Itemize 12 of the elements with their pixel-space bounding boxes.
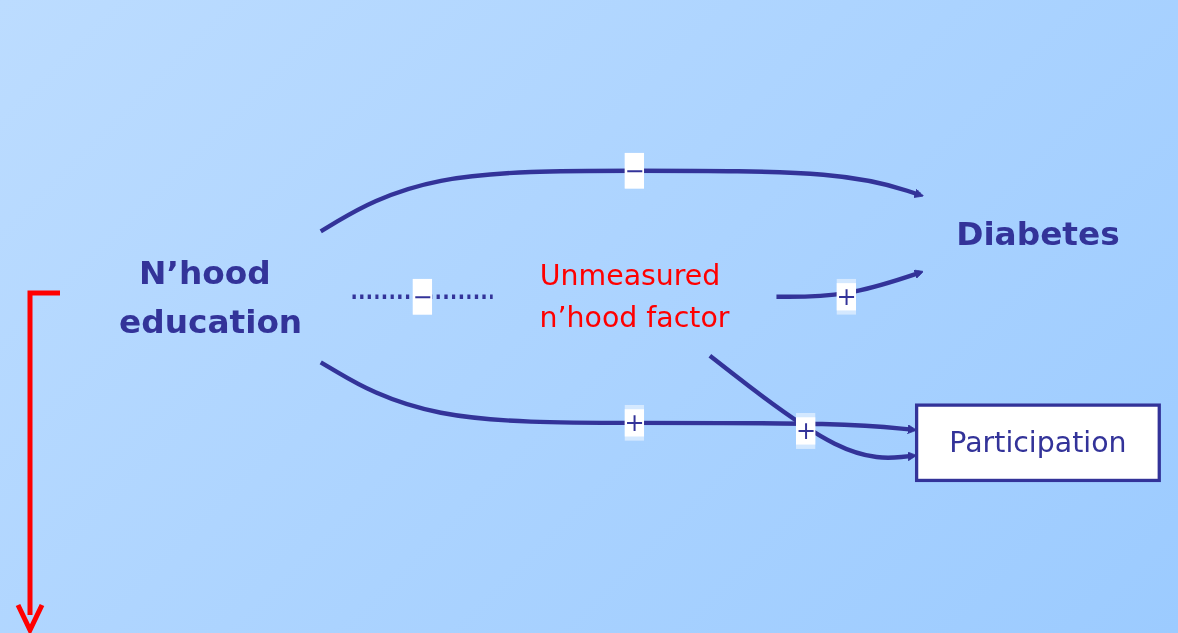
node-text: Unmeasured n’hood factor — [539, 258, 730, 334]
node-text: Diabetes — [956, 214, 1120, 253]
edge-label: + — [795, 417, 817, 445]
edge-label: + — [624, 409, 645, 437]
edge-label: − — [624, 157, 645, 185]
connector — [352, 294, 493, 299]
edge-label: − — [412, 283, 433, 311]
node-box: Participation — [915, 403, 1161, 482]
edge-label: + — [836, 283, 857, 311]
node-text: N’hood education — [119, 253, 303, 341]
arrow — [776, 269, 924, 299]
arrow — [319, 168, 924, 234]
